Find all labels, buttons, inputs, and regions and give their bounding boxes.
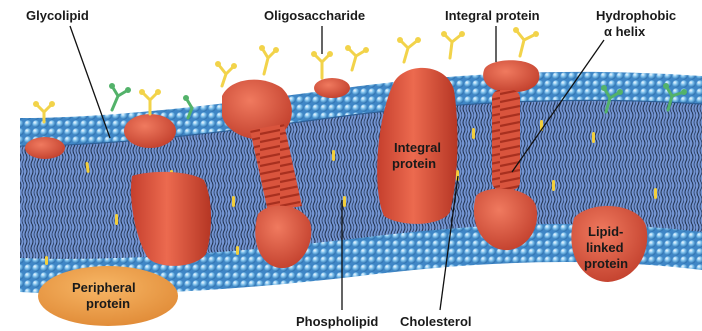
label-integral-protein-top: Integral protein xyxy=(445,8,540,23)
label-integral-protein-inner-2: protein xyxy=(392,156,436,171)
label-phospholipid: Phospholipid xyxy=(296,314,378,329)
label-lipid-linked-3: protein xyxy=(584,256,628,271)
label-cholesterol: Cholesterol xyxy=(400,314,472,329)
surface-protein-small-center xyxy=(314,78,350,98)
surface-protein-small-left xyxy=(25,137,65,159)
label-alpha-helix: α helix xyxy=(604,24,646,39)
label-lipid-linked-1: Lipid- xyxy=(588,224,623,239)
label-peripheral-1: Peripheral xyxy=(72,280,136,295)
label-integral-protein-inner-1: Integral xyxy=(394,140,441,155)
label-lipid-linked-2: linked xyxy=(586,240,624,255)
label-oligosaccharide: Oligosaccharide xyxy=(264,8,365,23)
surface-protein-center-left xyxy=(124,114,176,148)
label-hydrophobic: Hydrophobic xyxy=(596,8,676,23)
label-glycolipid: Glycolipid xyxy=(26,8,89,23)
alpha-helix-protein-top xyxy=(483,60,539,92)
alpha-helix-segment xyxy=(492,90,520,190)
label-peripheral-2: protein xyxy=(86,296,130,311)
